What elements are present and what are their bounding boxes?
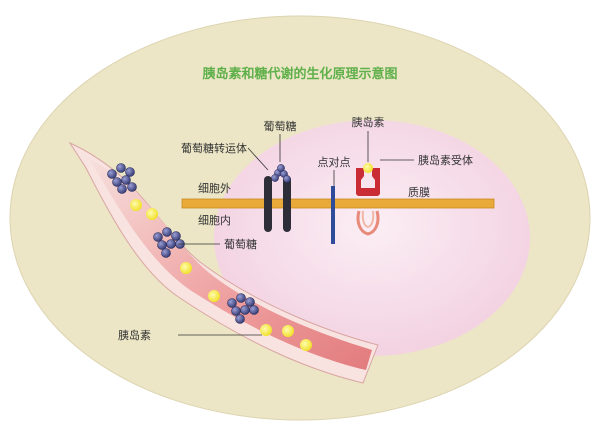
label-insulin-vessel: 胰岛素 xyxy=(118,328,151,342)
insulin-molecule xyxy=(146,208,158,220)
insulin-receptor xyxy=(356,168,380,236)
insulin-molecule xyxy=(180,262,192,274)
label-plasma-membrane: 质膜 xyxy=(408,186,430,199)
label-insulin-receptor: 胰岛素受体 xyxy=(418,153,473,167)
label-glucose-vessel: 葡萄糖 xyxy=(224,237,257,251)
insulin-molecule xyxy=(130,199,142,211)
label-binding-point: 点对点 xyxy=(318,155,351,169)
label-glucose-transporter: 葡萄糖转运体 xyxy=(181,141,247,155)
glucose-cluster-3 xyxy=(227,293,259,324)
label-extracellular: 细胞外 xyxy=(198,182,231,195)
insulin-molecule xyxy=(208,290,220,302)
glucose-transporter xyxy=(264,176,291,232)
insulin-molecules xyxy=(130,199,312,351)
plasma-membrane xyxy=(181,198,495,209)
insulin-molecule xyxy=(260,324,272,336)
label-intracellular: 细胞内 xyxy=(198,213,231,227)
cell-interior xyxy=(214,120,530,356)
glucose-molecule-top xyxy=(271,164,291,183)
insulin-molecule xyxy=(300,339,312,351)
label-insulin-top: 胰岛素 xyxy=(352,115,385,129)
diagram-title: 胰岛素和糖代谢的生化原理示意图 xyxy=(202,66,397,82)
binding-point-marker xyxy=(331,186,335,244)
label-glucose-top: 葡萄糖 xyxy=(264,119,297,133)
insulin-molecule xyxy=(282,325,294,337)
insulin-bound xyxy=(363,163,373,173)
glucose-cluster-1 xyxy=(107,163,137,194)
leader-lines xyxy=(178,131,414,336)
